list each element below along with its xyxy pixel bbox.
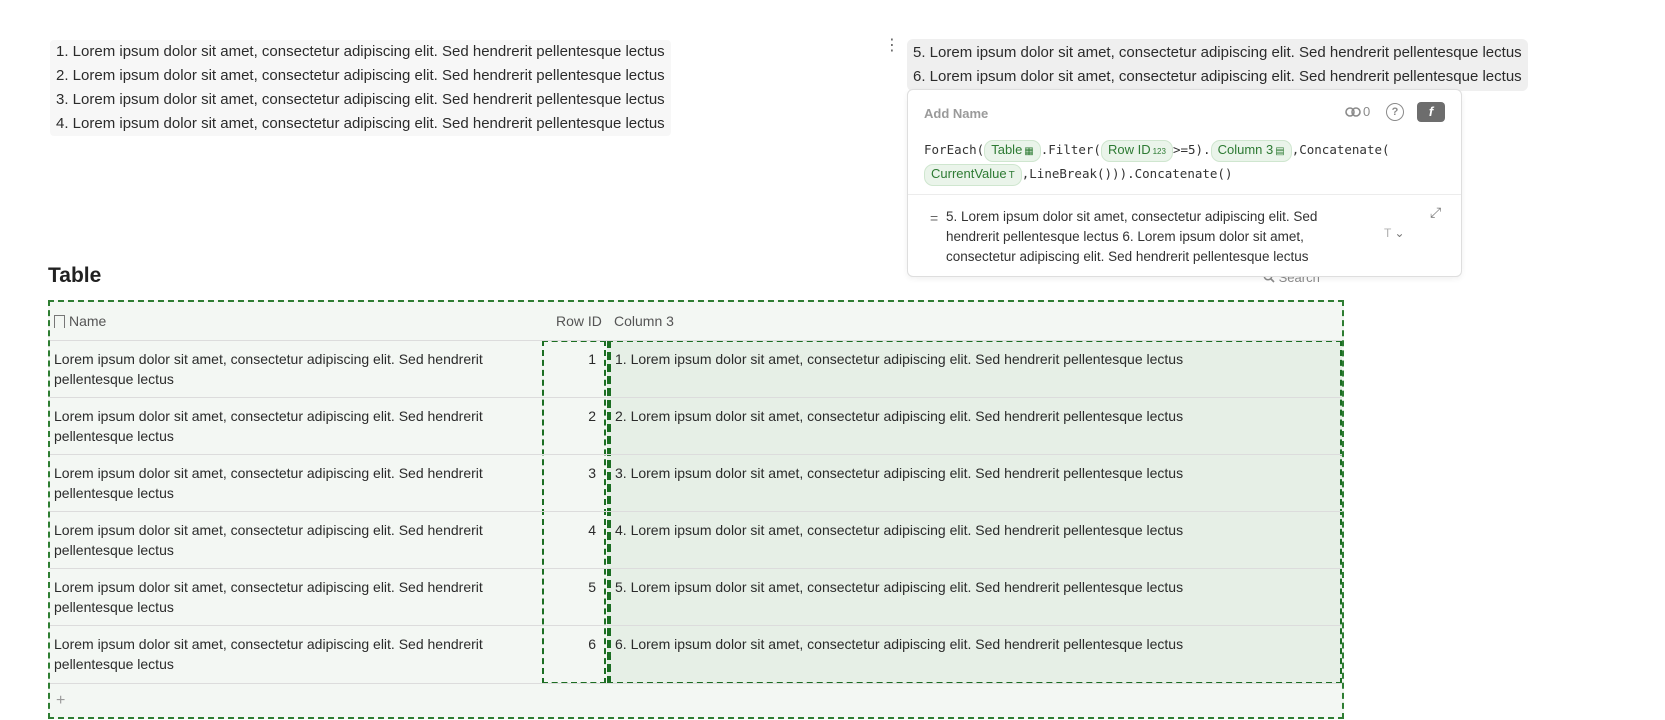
- name-cell[interactable]: Lorem ipsum dolor sit amet, consectetur …: [54, 408, 483, 444]
- help-icon[interactable]: ?: [1386, 103, 1404, 121]
- formula-text: ,LineBreak())).Concatenate(): [1021, 166, 1233, 181]
- name-cell[interactable]: Lorem ipsum dolor sit amet, consectetur …: [54, 522, 483, 558]
- table-row[interactable]: Lorem ipsum dolor sit amet, consectetur …: [50, 569, 1342, 626]
- name-cell[interactable]: Lorem ipsum dolor sit amet, consectetur …: [54, 579, 483, 615]
- list-line: 6. Lorem ipsum dolor sit amet, consectet…: [913, 68, 1522, 85]
- table-row[interactable]: Lorem ipsum dolor sit amet, consectetur …: [50, 626, 1342, 683]
- table-title: Table: [48, 264, 102, 287]
- row-id-cell[interactable]: 6: [588, 636, 596, 652]
- row-id-cell[interactable]: 3: [588, 465, 596, 481]
- row-divider: [50, 683, 1342, 684]
- formula-name-field[interactable]: Add Name: [924, 106, 989, 121]
- row-id-cell[interactable]: 2: [588, 408, 596, 424]
- chip-label: Column 3: [1217, 142, 1274, 157]
- formula-editor-popup: Add Name 0 ? f ForEach(Table▦.Filter(Row…: [907, 89, 1462, 277]
- formula-text: ,Concatenate(: [1291, 142, 1390, 157]
- table-row[interactable]: Lorem ipsum dolor sit amet, consectetur …: [50, 341, 1342, 398]
- references-button[interactable]: 0: [1345, 104, 1370, 119]
- column-header-row-id[interactable]: Row ID: [556, 313, 602, 329]
- column3-cell[interactable]: 5. Lorem ipsum dolor sit amet, consectet…: [615, 579, 1184, 595]
- list-line: 1. Lorem ipsum dolor sit amet, consectet…: [56, 43, 665, 60]
- table-chip[interactable]: Table▦: [984, 140, 1041, 162]
- table-row[interactable]: Lorem ipsum dolor sit amet, consectetur …: [50, 398, 1342, 455]
- data-table: Name Row ID Column 3 Lorem ipsum dolor s…: [48, 300, 1344, 719]
- list-line: 4. Lorem ipsum dolor sit amet, consectet…: [56, 115, 665, 132]
- name-cell[interactable]: Lorem ipsum dolor sit amet, consectetur …: [54, 465, 483, 501]
- table-icon: ▦: [1024, 146, 1034, 157]
- number-type-icon: 123: [1152, 147, 1166, 156]
- equals-sign: =: [930, 210, 939, 226]
- row-divider: [50, 625, 1342, 626]
- row-divider: [50, 454, 1342, 455]
- text-type-icon: T: [1008, 170, 1015, 181]
- column3-cell[interactable]: 4. Lorem ipsum dolor sit amet, consectet…: [615, 522, 1184, 538]
- link-count: 0: [1363, 104, 1371, 119]
- chip-label: Table: [991, 142, 1023, 157]
- column-header-column3[interactable]: Column 3: [614, 313, 674, 329]
- row-divider: [50, 397, 1342, 398]
- table-row[interactable]: Lorem ipsum dolor sit amet, consectetur …: [50, 512, 1342, 569]
- chevron-down-icon: ⌄: [1394, 226, 1405, 240]
- formula-text: ForEach(: [924, 142, 985, 157]
- chip-label: Row ID: [1107, 142, 1151, 157]
- column3-chip[interactable]: Column 3▤: [1210, 140, 1292, 162]
- column3-cell[interactable]: 6. Lorem ipsum dolor sit amet, consectet…: [615, 636, 1184, 652]
- link-icon: [1345, 106, 1361, 117]
- name-cell[interactable]: Lorem ipsum dolor sit amet, consectetur …: [54, 636, 483, 672]
- chip-label: CurrentValue: [931, 166, 1007, 181]
- divider: [908, 194, 1461, 195]
- column3-cell[interactable]: 3. Lorem ipsum dolor sit amet, consectet…: [615, 465, 1184, 481]
- formula-text: >=5).: [1172, 142, 1211, 157]
- list-line: 2. Lorem ipsum dolor sit amet, consectet…: [56, 67, 665, 84]
- row-id-cell[interactable]: 1: [588, 351, 596, 367]
- formula-output-list-right[interactable]: 5. Lorem ipsum dolor sit amet, consectet…: [907, 39, 1528, 91]
- drag-handle-icon[interactable]: ⋮: [884, 37, 900, 54]
- row-divider: [50, 568, 1342, 569]
- list-column-icon: ▤: [1275, 146, 1285, 157]
- table-row[interactable]: Lorem ipsum dolor sit amet, consectetur …: [50, 455, 1342, 512]
- add-row-button[interactable]: +: [56, 692, 66, 709]
- text-type-icon: T: [1384, 226, 1392, 240]
- formula-toggle-button[interactable]: f: [1417, 102, 1445, 122]
- column3-cell[interactable]: 2. Lorem ipsum dolor sit amet, consectet…: [615, 408, 1184, 424]
- bookmark-icon: [54, 315, 65, 328]
- header-label: Name: [69, 313, 107, 329]
- row-divider: [50, 340, 1342, 341]
- row-divider: [50, 511, 1342, 512]
- result-type-selector[interactable]: T ⌄: [1384, 226, 1405, 240]
- row-id-cell[interactable]: 5: [588, 579, 596, 595]
- column3-cell[interactable]: 1. Lorem ipsum dolor sit amet, consectet…: [615, 351, 1184, 367]
- column-header-name[interactable]: Name: [54, 302, 106, 340]
- expand-icon[interactable]: ⤢: [1430, 204, 1442, 220]
- formula-output-list-left[interactable]: 1. Lorem ipsum dolor sit amet, consectet…: [50, 40, 671, 136]
- row-id-cell[interactable]: 4: [588, 522, 596, 538]
- list-line: 5. Lorem ipsum dolor sit amet, consectet…: [913, 44, 1522, 61]
- name-cell[interactable]: Lorem ipsum dolor sit amet, consectetur …: [54, 351, 483, 387]
- formula-text: .Filter(: [1040, 142, 1101, 157]
- list-line: 3. Lorem ipsum dolor sit amet, consectet…: [56, 91, 665, 108]
- formula-result: 5. Lorem ipsum dolor sit amet, consectet…: [946, 209, 1318, 264]
